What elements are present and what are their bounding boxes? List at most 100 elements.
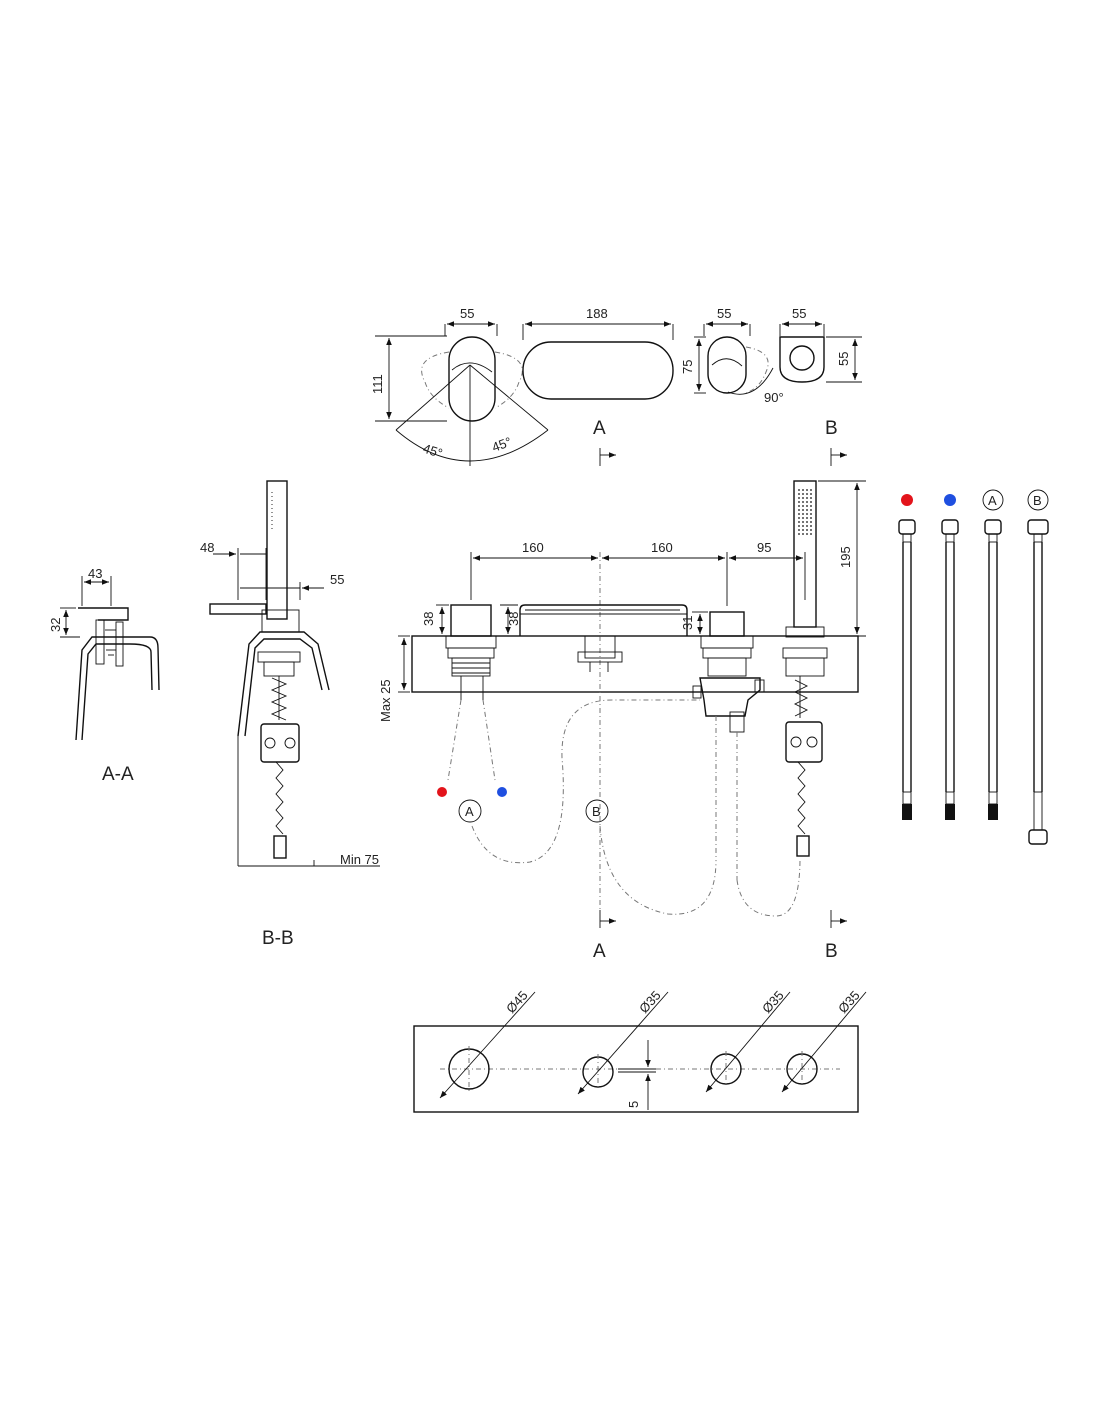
supply-hose [898, 519, 916, 820]
nozzle-dot [802, 521, 804, 523]
deck-cutout-plan [413, 991, 867, 1113]
nozzle-dot [798, 509, 800, 511]
hose-b-label: B [1033, 493, 1042, 508]
hose-end [988, 791, 998, 805]
hose-a-label: A [988, 493, 997, 508]
nozzle-dot [802, 505, 804, 507]
hose-nut-top [941, 519, 959, 535]
connection-hoses [471, 699, 801, 917]
nozzle-dot [806, 533, 808, 535]
section-a-bottom-label: A [593, 941, 606, 962]
dim-hole-4: Ø35 [835, 988, 863, 1016]
dim-top-handle-height: 111 [370, 374, 385, 394]
dim-hole-offset: 5 [626, 1101, 641, 1108]
nozzle-dot [798, 501, 800, 503]
nozzle-dot [806, 521, 808, 523]
hose-nut-top [1027, 519, 1049, 535]
front-elevation [398, 480, 866, 928]
hose-tip [945, 804, 955, 820]
hose-collar [945, 533, 955, 543]
supply-hose [984, 519, 1002, 820]
hose-collar [988, 533, 998, 543]
section-bb [209, 480, 380, 867]
nozzle-dot [806, 525, 808, 527]
nozzle-dot [810, 505, 812, 507]
hose-collar [902, 533, 912, 543]
dim-bb-min: Min 75 [340, 852, 379, 867]
cold-hose-dot [944, 494, 956, 506]
dim-diverter-height: 31 [680, 616, 695, 630]
dim-div-angle: 90° [764, 390, 784, 405]
circle-b-label: B [592, 804, 601, 819]
holder-top-view [779, 321, 862, 383]
top-plan-views [375, 321, 862, 466]
dim-div-height: 75 [680, 360, 695, 374]
dim-hole-3: Ø35 [759, 988, 787, 1016]
hose-end [1033, 791, 1043, 831]
nozzle-dot [802, 489, 804, 491]
hose-nut-top [984, 519, 1002, 535]
dim-top-handle-width: 55 [460, 306, 474, 321]
view-bb-label: B-B [262, 928, 294, 949]
nozzle-dot [810, 533, 812, 535]
hose-nut-top [898, 519, 916, 535]
dim-spacing-2: 160 [651, 540, 673, 555]
nozzle-dot [802, 529, 804, 531]
nozzle-dot [798, 533, 800, 535]
nozzle-dot [806, 529, 808, 531]
spout-assembly [519, 604, 688, 672]
dim-hole-1: Ø45 [503, 988, 531, 1016]
dim-div-width: 55 [717, 306, 731, 321]
spout-top-view [522, 321, 674, 400]
nozzle-dot [810, 501, 812, 503]
dim-bb-right: 55 [330, 572, 344, 587]
section-a-top-label: A [593, 418, 606, 439]
handle-top-view [375, 321, 549, 466]
nozzle-dot [806, 509, 808, 511]
nozzle-dot [798, 505, 800, 507]
mixer-assembly [445, 604, 497, 781]
nozzle-dot [806, 505, 808, 507]
dim-mixer-height-a: 38 [421, 612, 436, 626]
nozzle-dot [802, 509, 804, 511]
nozzle-dot [798, 517, 800, 519]
shower-nozzles [798, 489, 812, 535]
nozzle-dot [798, 513, 800, 515]
dim-bb-left: 48 [200, 540, 214, 555]
nozzle-dot [802, 513, 804, 515]
section-markers-top [599, 448, 847, 466]
nozzle-dot [798, 521, 800, 523]
hand-shower-assembly [782, 480, 828, 857]
hot-cold-markers [437, 787, 507, 797]
dim-deck-max: Max 25 [378, 679, 393, 722]
nozzle-dot [798, 497, 800, 499]
nozzle-dot [810, 521, 812, 523]
dim-top-spout-width: 188 [586, 306, 608, 321]
hose-collar [1033, 533, 1043, 543]
nozzle-dot [806, 517, 808, 519]
dim-holder-height: 55 [836, 352, 851, 366]
hose-end [945, 791, 955, 805]
dim-mixer-height-b: 38 [506, 612, 521, 626]
nozzle-dot [810, 525, 812, 527]
section-b-bottom-label: B [825, 941, 838, 962]
nozzle-dot [810, 493, 812, 495]
cold-water-dot [497, 787, 507, 797]
nozzle-dot [810, 509, 812, 511]
view-aa-label: A-A [102, 764, 134, 785]
nozzle-dot [810, 517, 812, 519]
dim-hole-2: Ø35 [636, 988, 664, 1016]
hose-tip [988, 804, 998, 820]
nozzle-dot [798, 493, 800, 495]
hose-nut-bottom [1028, 829, 1048, 845]
dim-angle-left: 45° [421, 441, 444, 461]
dim-aa-width: 43 [88, 566, 102, 581]
hose-tip [902, 804, 912, 820]
supply-hose [941, 519, 959, 820]
nozzle-dot [802, 497, 804, 499]
nozzle-dot [802, 517, 804, 519]
hot-water-dot [437, 787, 447, 797]
dim-angle-right: 45° [490, 434, 514, 455]
view-labels: A B A B A-A B-B A B A B [102, 418, 1042, 962]
